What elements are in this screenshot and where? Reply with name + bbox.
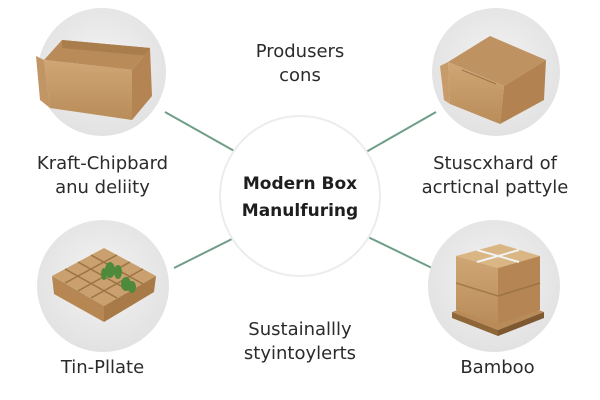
label-left-lower-line-1: Tin-Pllate — [60, 357, 145, 378]
center-title: Modern Box Manulfuring — [222, 171, 378, 225]
label-top-center-line-1: Produsers — [255, 41, 345, 62]
connector-top-right — [365, 111, 437, 153]
label-bottom-center-line-2: styintoylerts — [243, 343, 357, 364]
open-cardboard-box-side-icon — [440, 36, 546, 124]
label-right-upper-line-2: acrticnal pattyle — [421, 177, 569, 198]
connector-bottom-right — [367, 236, 433, 269]
node-bottom-right — [428, 220, 560, 352]
center-title-line-1: Modern Box — [242, 174, 358, 194]
label-left-upper: Kraft-Chipbard anu deliity — [20, 152, 185, 200]
label-top-center: Produsers cons — [220, 40, 380, 88]
label-right-upper: Stuscxhard of acrticnal pattyle — [405, 152, 585, 200]
plant-tray-icon — [52, 248, 156, 322]
label-left-lower: Tin-Pllate — [30, 356, 175, 380]
label-right-upper-line-1: Stuscxhard of — [433, 153, 557, 174]
label-bottom-center: Sustainallly styintoylerts — [220, 318, 380, 366]
node-bottom-left — [37, 220, 169, 352]
label-right-lower-line-1: Bamboo — [460, 357, 535, 378]
connector-top-left — [164, 111, 237, 153]
label-top-center-line-2: cons — [279, 65, 321, 86]
open-cardboard-box-icon — [36, 40, 152, 120]
label-right-lower: Bamboo — [425, 356, 570, 380]
center-title-line-2: Manulfuring — [241, 201, 359, 221]
stacked-boxes-pallet-icon — [452, 244, 544, 336]
label-left-upper-line-1: Kraft-Chipbard — [36, 153, 169, 174]
label-left-upper-line-2: anu deliity — [55, 177, 150, 198]
label-bottom-center-line-1: Sustainallly — [248, 319, 352, 340]
node-top-right — [432, 8, 560, 136]
connector-bottom-left — [173, 236, 237, 269]
center-node — [219, 115, 381, 277]
node-top-left — [36, 8, 166, 136]
